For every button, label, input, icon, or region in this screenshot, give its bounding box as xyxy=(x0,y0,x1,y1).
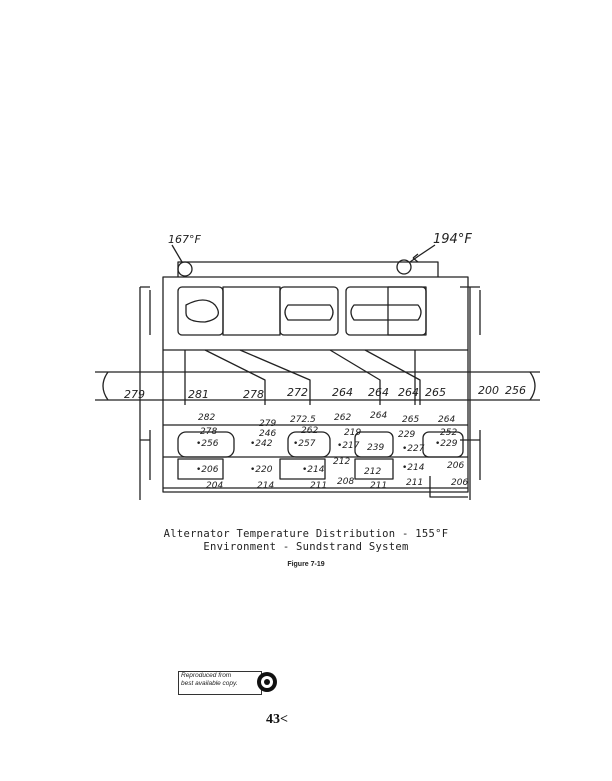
shaft-values: 279 281 278 272 264 264 264 265 200 256 xyxy=(124,384,526,401)
sensor-label-194: 194°F xyxy=(433,232,472,247)
temp-value: •214 xyxy=(302,465,325,475)
temp-value: •257 xyxy=(293,439,316,449)
lower-values: 282 279 272.5 262 264 265 264 278 246 26… xyxy=(196,411,468,491)
stamp-text: Reproduced from best available copy. xyxy=(181,672,253,688)
stamp-line-2: best available copy. xyxy=(181,680,238,687)
temp-value: 262 xyxy=(334,413,351,423)
page-number: 43< xyxy=(266,712,288,727)
temp-value: 272 xyxy=(287,386,308,399)
temp-value: •242 xyxy=(250,439,273,449)
sensor-label-167: 167°F xyxy=(168,233,201,246)
stator-upper-3 xyxy=(345,286,427,336)
temp-value: •220 xyxy=(250,465,273,475)
temp-value: 265 xyxy=(402,415,419,425)
temp-value: 219 xyxy=(344,428,361,438)
temp-value: 206 xyxy=(451,478,468,488)
temp-value: 239 xyxy=(367,443,384,453)
rotor-pole-upper-1 xyxy=(222,286,281,336)
temp-value: 200 xyxy=(478,384,499,397)
temp-value: •214 xyxy=(402,463,425,473)
rotor-pole-upper-2 xyxy=(387,286,427,336)
temp-value: •256 xyxy=(196,439,219,449)
housing-outline xyxy=(162,276,469,493)
reproduction-stamp: Reproduced from best available copy. xyxy=(178,670,278,696)
temp-value: 262 xyxy=(301,426,318,436)
temp-value: •229 xyxy=(435,439,458,449)
sensor-167-leader xyxy=(171,244,183,263)
stator-upper-2 xyxy=(279,286,339,336)
temp-value: 256 xyxy=(505,384,526,397)
temp-value: 211 xyxy=(406,478,423,488)
temp-value: 278 xyxy=(200,427,217,437)
temp-value: •227 xyxy=(402,444,425,454)
temp-value: 229 xyxy=(398,430,415,440)
sensor-194-leader xyxy=(409,244,436,263)
temp-value: •206 xyxy=(196,465,219,475)
temp-value: 264 xyxy=(438,415,455,425)
temp-value: 214 xyxy=(257,481,274,491)
temp-value: 252 xyxy=(440,428,457,438)
figure-label: Figure 7-19 xyxy=(287,561,325,568)
temp-value: 264 xyxy=(368,386,389,399)
temp-value: 264 xyxy=(332,386,353,399)
temp-value: 279 xyxy=(124,388,145,401)
sensor-167-icon xyxy=(177,261,193,277)
stamp-line-1: Reproduced from xyxy=(181,672,232,679)
left-flange xyxy=(139,286,150,500)
temp-value: 206 xyxy=(447,461,464,471)
temp-value: 208 xyxy=(337,477,354,487)
stator-lower-6 xyxy=(279,458,326,480)
temp-value: 211 xyxy=(370,481,387,491)
temp-value: •217 xyxy=(337,441,360,451)
caption-line-1: Alternator Temperature Distribution - 15… xyxy=(163,528,449,540)
temp-value: 265 xyxy=(425,386,446,399)
caption-line-2: Environment - Sundstrand System xyxy=(203,541,409,553)
alternator-diagram: 167°F 194°F 279 281 278 272 264 264 264 … xyxy=(95,232,540,500)
stator-lower-5 xyxy=(177,458,224,480)
temp-value: 264 xyxy=(370,411,387,421)
temp-value: 279 xyxy=(259,419,276,429)
housing-top-step xyxy=(177,261,439,277)
temp-value: 211 xyxy=(310,481,327,491)
temp-value: 246 xyxy=(259,429,276,439)
stator-lower-7 xyxy=(354,458,394,480)
temp-value: 278 xyxy=(243,388,264,401)
temp-value: 272.5 xyxy=(290,415,316,425)
seal-icon xyxy=(257,672,277,692)
temp-value: 282 xyxy=(198,413,215,423)
temp-value: 281 xyxy=(188,388,209,401)
temp-value: 204 xyxy=(206,481,223,491)
temp-value: 264 xyxy=(398,386,419,399)
temp-value: 212 xyxy=(364,467,381,477)
temp-value: 212 xyxy=(333,457,350,467)
stator-upper-1 xyxy=(177,286,224,336)
sensor-194-icon xyxy=(396,259,412,275)
